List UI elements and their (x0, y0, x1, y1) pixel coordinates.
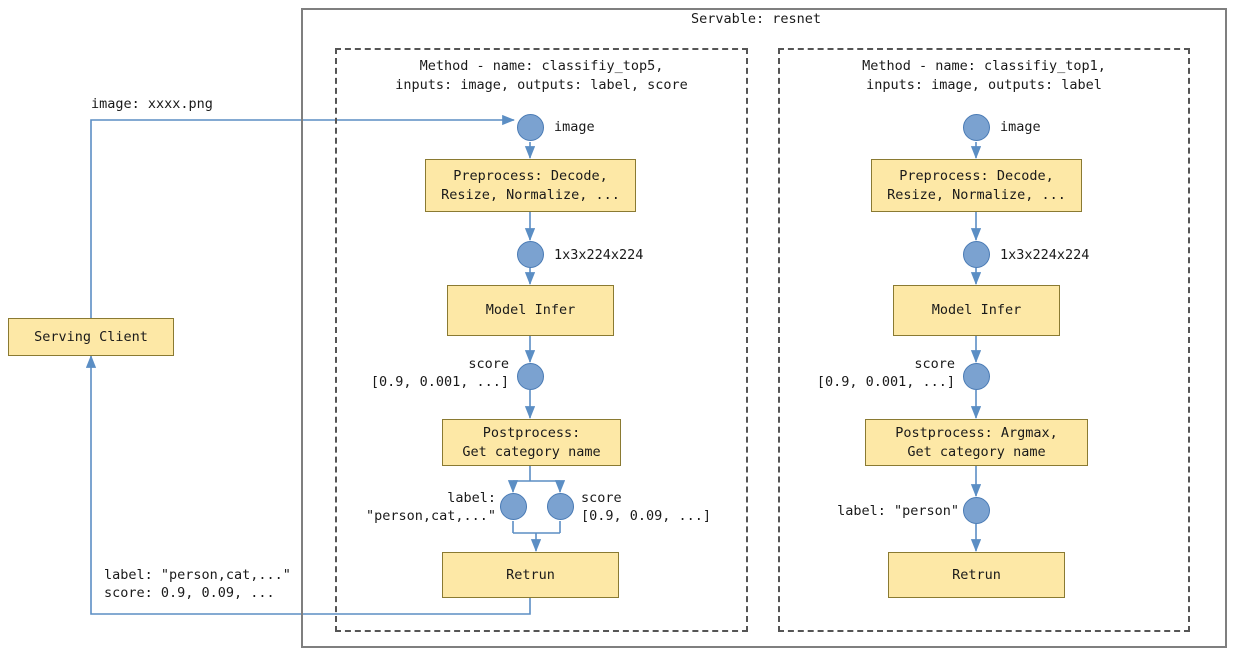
preprocess-node-top1[interactable]: Preprocess: Decode, Resize, Normalize, .… (871, 159, 1082, 212)
method-title-classifiy-top5: Method - name: classifiy_top5, inputs: i… (395, 58, 688, 93)
return-node-top5[interactable]: Retrun (442, 552, 619, 598)
postprocess-node-top5[interactable]: Postprocess: Get category name (442, 419, 621, 466)
return-node-top1[interactable]: Retrun (888, 552, 1065, 598)
score-port-top1 (963, 363, 990, 390)
method-container-classifiy-top5 (335, 48, 748, 632)
tensor-port-top5 (517, 241, 544, 268)
port-image-top5 (517, 114, 544, 141)
out-port-label-top5 (500, 493, 527, 520)
serving-client-node[interactable]: Serving Client (8, 318, 174, 356)
method-container-classifiy-top1 (778, 48, 1190, 632)
model-infer-node-top5[interactable]: Model Infer (447, 285, 614, 336)
method-title-classifiy-top1: Method - name: classifiy_top1, inputs: i… (862, 58, 1106, 93)
out-port-label-top1 (963, 497, 990, 524)
port-image-top1-label: image (1000, 119, 1041, 135)
tensor-label-top1: 1x3x224x224 (1000, 247, 1090, 263)
request-label: image: xxxx.png (91, 96, 213, 112)
out-port-score-top5 (547, 493, 574, 520)
score-port-top5 (517, 363, 544, 390)
servable-title: Servable: resnet (690, 11, 822, 27)
port-image-top1 (963, 114, 990, 141)
score-label-top1: score [0.9, 0.001, ...] (816, 356, 955, 390)
servable-container (301, 8, 1227, 648)
model-infer-node-top1[interactable]: Model Infer (893, 285, 1060, 336)
preprocess-node-top5[interactable]: Preprocess: Decode, Resize, Normalize, .… (425, 159, 636, 212)
score-label-top5: score [0.9, 0.001, ...] (370, 356, 509, 390)
out-label-left-top5: label: "person,cat,..." (365, 490, 496, 524)
out-label-left-top1: label: "person" (837, 503, 959, 519)
tensor-port-top1 (963, 241, 990, 268)
postprocess-node-top1[interactable]: Postprocess: Argmax, Get category name (865, 419, 1088, 466)
out-label-right-top5: score [0.9, 0.09, ...] (581, 490, 712, 524)
response-label: label: "person,cat,..." score: 0.9, 0.09… (104, 567, 291, 601)
tensor-label-top5: 1x3x224x224 (554, 247, 644, 263)
port-image-top5-label: image (554, 119, 595, 135)
